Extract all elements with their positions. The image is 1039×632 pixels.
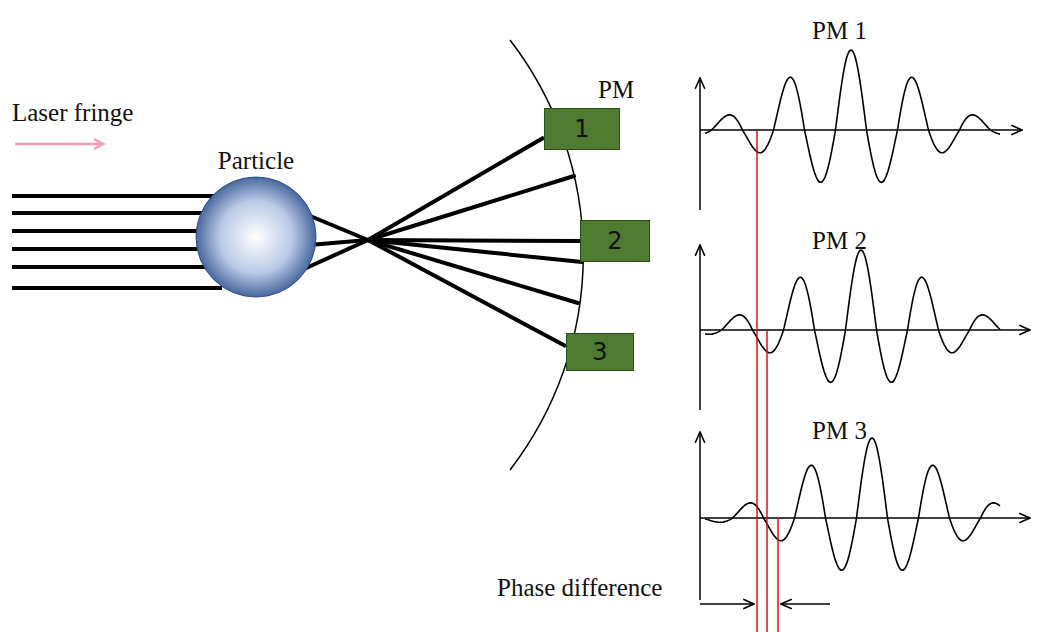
phase-lines: [757, 130, 778, 632]
callout-number: 1: [574, 115, 589, 143]
detector-box: 3: [566, 333, 634, 371]
signal-wave: [705, 250, 1000, 382]
laser-arrow-head: [94, 139, 103, 149]
text-label: Phase difference: [497, 575, 662, 600]
axes: [700, 78, 1030, 600]
text-label: PM 1: [812, 18, 867, 43]
detector-box: 1: [544, 108, 620, 150]
text-label: PM: [598, 77, 634, 102]
waveforms: [705, 50, 1000, 570]
callout-number: 3: [592, 338, 607, 366]
laser-arrow: [15, 143, 102, 146]
text-label: PM 3: [812, 418, 867, 443]
callout-number: 2: [607, 227, 622, 255]
part-name: Particle: [190, 148, 322, 173]
signal-wave: [705, 438, 1000, 570]
text-label: PM 2: [812, 228, 867, 253]
detector-box: 2: [580, 220, 650, 262]
signal-wave: [705, 50, 1000, 182]
incident-beams: [12, 196, 225, 288]
phase-arrows: [700, 603, 830, 605]
particle: Particle: [190, 148, 322, 300]
text-label: Laser fringe: [12, 100, 133, 125]
